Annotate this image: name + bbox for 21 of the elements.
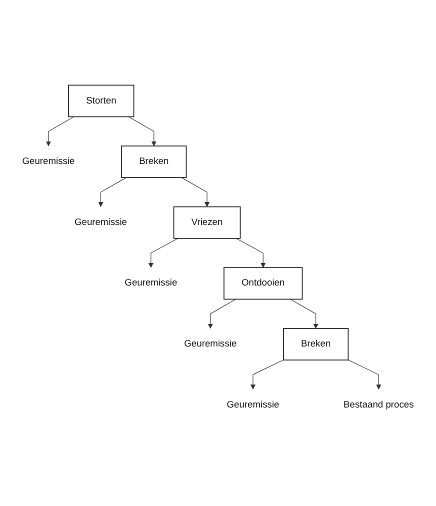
arrow	[250, 360, 284, 390]
node-text: Geuremissie	[184, 338, 237, 349]
node-text: Bestaand proces	[344, 400, 414, 410]
arrow	[128, 116, 156, 146]
node-box: Breken	[121, 146, 187, 178]
arrow	[148, 238, 178, 268]
arrow	[98, 177, 127, 208]
node-text: Geuremissie	[124, 278, 178, 288]
arrow	[348, 360, 382, 390]
node-box: Ontdooien	[224, 267, 303, 300]
arrow	[236, 238, 266, 268]
node-text: Geuremissie	[74, 217, 128, 228]
node-box: Vriezen	[173, 206, 241, 239]
arrow	[208, 298, 236, 329]
arrow	[46, 116, 74, 146]
node-text: Geuremissie	[22, 156, 75, 166]
arrow	[181, 177, 210, 208]
node-box: Breken	[283, 328, 349, 360]
node-box: Storten	[68, 84, 134, 118]
arrow	[290, 298, 318, 329]
node-text: Geuremissie	[226, 400, 280, 410]
